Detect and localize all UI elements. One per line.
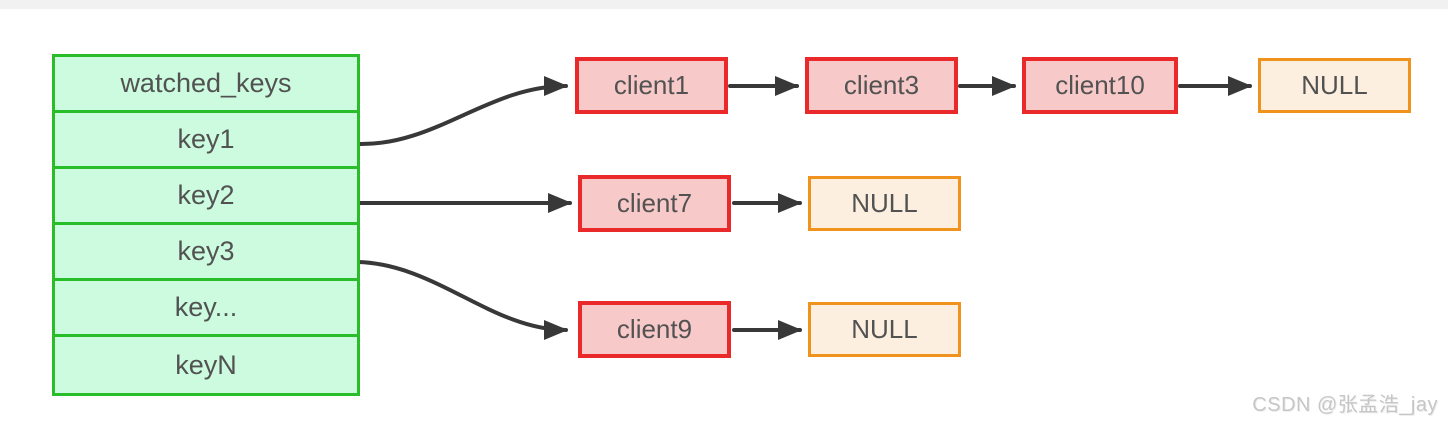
client-node-client1: client1 bbox=[575, 57, 728, 114]
client-node-client7: client7 bbox=[578, 175, 731, 232]
client-node-client9: client9 bbox=[578, 301, 731, 358]
client-node-client10: client10 bbox=[1022, 57, 1178, 114]
csdn-watermark: CSDN @张孟浩_jay bbox=[1252, 394, 1438, 416]
table-row-keyN: keyN bbox=[175, 349, 237, 380]
top-edge-band bbox=[0, 0, 1448, 9]
table-row-key1: key1 bbox=[55, 113, 357, 169]
null-terminator-chain2: NULL bbox=[808, 176, 961, 231]
table-row-key3: key3 bbox=[55, 225, 357, 281]
table-row-key2: key2 bbox=[55, 169, 357, 225]
table-header-cell: watched_keys bbox=[55, 57, 357, 113]
table-row-key-ellipsis: key... bbox=[55, 281, 357, 337]
null-terminator-chain3: NULL bbox=[808, 302, 961, 357]
client-node-client3: client3 bbox=[805, 57, 958, 114]
arrow-key3-to-client9 bbox=[356, 260, 568, 340]
arrow-key1-to-client1 bbox=[356, 76, 568, 147]
watched-keys-table: watched_keys key1 key2 key3 key... keyN bbox=[52, 54, 360, 396]
null-terminator-chain1: NULL bbox=[1258, 58, 1411, 113]
